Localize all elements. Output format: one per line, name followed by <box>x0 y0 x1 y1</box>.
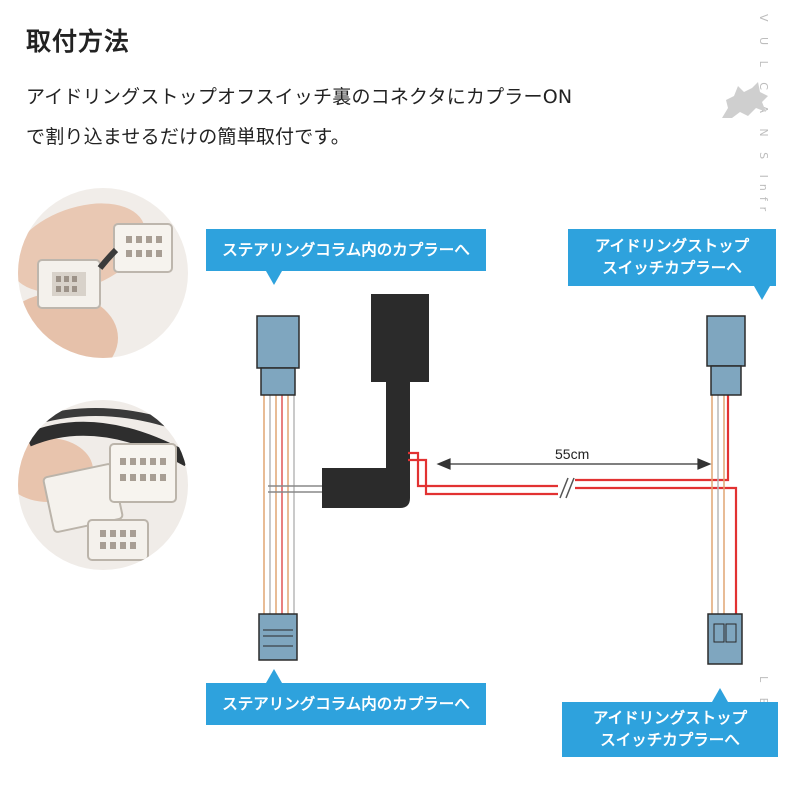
description-line-2: で割り込ませるだけの簡単取付です。 <box>26 126 350 148</box>
callout-pointer-bottom-right <box>712 688 728 702</box>
callout-bottom-right: アイドリングストップ スイッチカプラーへ <box>562 702 778 757</box>
connector-photo-2 <box>18 400 188 570</box>
control-module <box>322 294 429 508</box>
callout-top-right: アイドリングストップ スイッチカプラーへ <box>568 229 776 286</box>
wire-break-mark <box>559 477 575 499</box>
callout-top-left: ステアリングコラム内のカプラーへ <box>206 229 486 271</box>
description-line-1: アイドリングストップオフスイッチ裏のコネクタにカプラーON <box>26 86 573 108</box>
connector-top-left <box>256 315 300 396</box>
watermark-text-top: V U L C A N S Infr <box>757 14 770 218</box>
connector-top-right <box>706 315 746 396</box>
callout-bottom-left-text: ステアリングコラム内のカプラーへ <box>222 695 470 713</box>
callout-top-right-line-1: アイドリングストップ <box>594 237 750 255</box>
page-title: 取付方法 <box>26 27 131 56</box>
right-harness-wires <box>711 395 725 616</box>
callout-pointer-top-left <box>266 271 282 285</box>
length-label: 55cm <box>555 446 589 462</box>
left-harness-wires <box>263 395 322 616</box>
connector-bottom-left <box>258 613 298 661</box>
dimension-arrow <box>436 458 712 470</box>
connector-bottom-right <box>707 613 743 665</box>
callout-bottom-left: ステアリングコラム内のカプラーへ <box>206 683 486 725</box>
callout-bottom-right-line-2: スイッチカプラーへ <box>600 731 740 749</box>
callout-top-right-line-2: スイッチカプラーへ <box>602 259 742 277</box>
callout-pointer-top-right <box>754 286 770 300</box>
callout-pointer-bottom-left <box>266 669 282 683</box>
wolf-logo-icon <box>722 82 768 118</box>
callout-top-left-text: ステアリングコラム内のカプラーへ <box>222 241 470 259</box>
red-wires <box>408 395 738 616</box>
callout-bottom-right-line-1: アイドリングストップ <box>592 709 748 727</box>
